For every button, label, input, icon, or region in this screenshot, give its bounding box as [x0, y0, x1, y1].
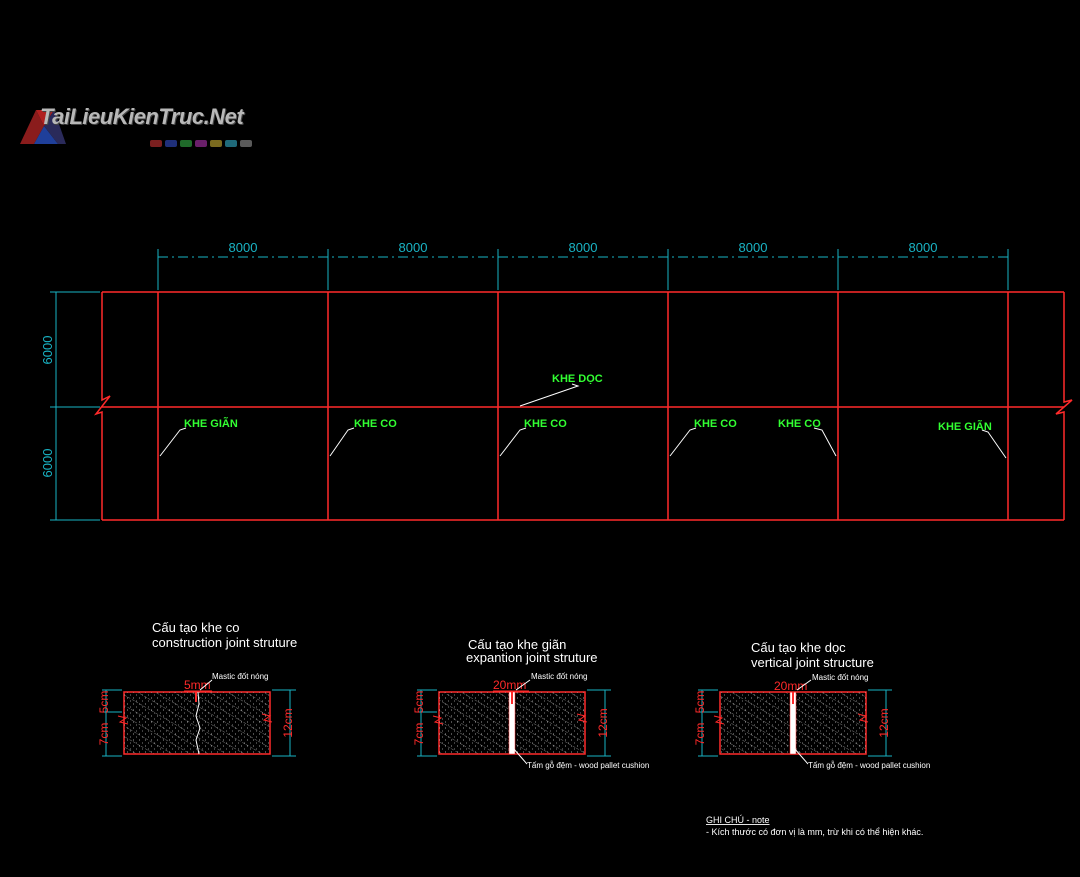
left-dimension-labels: 6000 6000: [40, 336, 55, 478]
label-contraction-joint-2: KHE CO: [524, 418, 567, 430]
dim-span-2: 8000: [399, 240, 428, 255]
label-contraction-joint-4: KHE CO: [778, 418, 821, 430]
detail-3-mastic-label: Mastic đốt nóng: [812, 673, 868, 682]
label-longitudinal-joint: KHE DỌC: [552, 373, 603, 385]
detail-1-gap-label: 5mm: [184, 678, 211, 692]
watermark-dot: [165, 140, 177, 147]
detail-3-dim-right: 12cm: [877, 708, 891, 737]
dim-row-1: 6000: [40, 336, 55, 365]
dim-span-3: 8000: [569, 240, 598, 255]
detail-2-dim-right: 12cm: [596, 708, 610, 737]
dim-span-5: 8000: [909, 240, 938, 255]
detail-1-dim-right: 12cm: [281, 708, 295, 737]
detail-1-mastic-label: Mastic đốt nóng: [212, 672, 268, 681]
detail-1-title-vi: Cấu tạo khe co: [152, 620, 239, 635]
top-dimension-chain: [157, 249, 1010, 290]
detail-2-title-en: expantion joint struture: [466, 650, 598, 665]
label-contraction-joint-1: KHE CO: [354, 418, 397, 430]
dim-span-1: 8000: [229, 240, 258, 255]
watermark-dot: [180, 140, 192, 147]
label-expansion-joint-left: KHE GIÃN: [184, 417, 238, 430]
note-block: GHI CHÚ - note - Kích thước có đơn vị là…: [706, 815, 923, 837]
dim-row-2: 6000: [40, 449, 55, 478]
joint-leaders: [159, 383, 1007, 459]
watermark-dot: [150, 140, 162, 147]
label-contraction-joint-3: KHE CO: [694, 418, 737, 430]
detail-2-cushion-label: Tấm gỗ đệm - wood pallet cushion: [527, 761, 649, 770]
note-text: - Kích thước có đơn vị là mm, trừ khi có…: [706, 827, 923, 837]
detail-2-dim-bottom: 7cm: [412, 723, 426, 746]
detail-expansion-joint: Cấu tạo khe giãn expantion joint strutur…: [412, 637, 649, 770]
top-dimension-labels: 8000 8000 8000 8000 8000: [229, 240, 938, 255]
detail-2-title-vi: Cấu tạo khe giãn: [468, 637, 566, 652]
detail-1-dim-bottom: 7cm: [97, 723, 111, 746]
watermark-logo-icon: [20, 110, 66, 144]
detail-3-cushion-label: Tấm gỗ đệm - wood pallet cushion: [808, 761, 930, 770]
watermark-dot: [210, 140, 222, 147]
watermark-dots: [150, 140, 252, 147]
detail-3-title-vi: Cấu tạo khe dọc: [751, 640, 846, 655]
detail-2-gap-label: 20mm: [493, 678, 526, 692]
watermark-dot: [225, 140, 237, 147]
note-title: GHI CHÚ - note: [706, 815, 770, 825]
label-expansion-joint-right: KHE GIÃN: [938, 420, 992, 433]
left-dimension-chain: [50, 291, 100, 521]
detail-contraction-joint: Cấu tạo khe co construction joint strutu…: [97, 620, 297, 757]
detail-3-dim-bottom: 7cm: [693, 723, 707, 746]
watermark-text: TaiLieuKienTruc.Net: [40, 104, 244, 129]
detail-2-mastic-label: Mastic đốt nóng: [531, 672, 587, 681]
dim-span-4: 8000: [739, 240, 768, 255]
joint-labels: KHE DỌC KHE GIÃN KHE CO KHE CO KHE CO KH…: [184, 373, 992, 433]
detail-longitudinal-joint: Cấu tạo khe dọc vertical joint structure…: [693, 640, 930, 770]
detail-1-title-en: construction joint struture: [152, 635, 297, 650]
detail-3-title-en: vertical joint structure: [751, 655, 874, 670]
detail-3-dim-top: 5cm: [693, 691, 707, 714]
plan-outline: [93, 291, 1073, 521]
detail-2-dim-top: 5cm: [412, 691, 426, 714]
detail-3-gap-label: 20mm: [774, 679, 807, 693]
detail-1-dim-top: 5cm: [97, 691, 111, 714]
watermark-dot: [195, 140, 207, 147]
watermark-dot: [240, 140, 252, 147]
